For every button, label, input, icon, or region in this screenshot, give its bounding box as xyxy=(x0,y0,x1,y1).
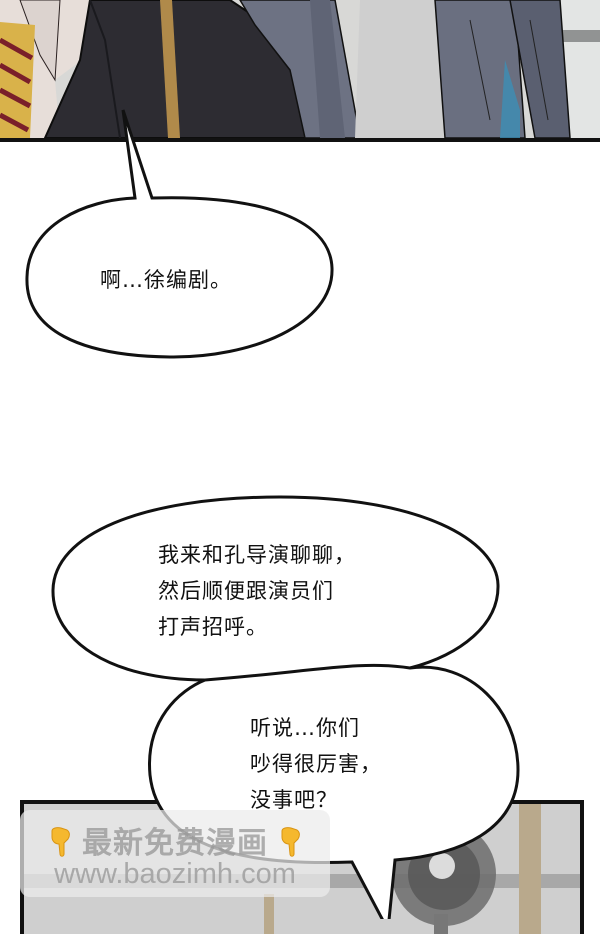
bubble-2-line-2: 然后顺便跟演员们 xyxy=(158,579,334,603)
watermark-url[interactable]: www.baozimh.com xyxy=(54,858,296,890)
pointing-down-hand-icon xyxy=(51,827,70,857)
watermark-title-row: 最新免费漫画 xyxy=(20,818,330,862)
watermark-title: 最新免费漫画 xyxy=(82,826,268,861)
top-panel-art xyxy=(0,0,600,138)
bubble-3-line-1: 听说…你们 xyxy=(250,716,360,740)
bubble-1-line-1: 啊…徐编剧。 xyxy=(100,268,232,292)
bubble-2-line-1: 我来和孔导演聊聊， xyxy=(158,543,356,567)
top-comic-panel xyxy=(0,0,600,142)
watermark-overlay[interactable]: 最新免费漫画 www.baozimh.com xyxy=(20,810,330,897)
speech-bubble-1-shape xyxy=(25,109,334,359)
bubble-3-line-3: 没事吧？ xyxy=(250,788,338,812)
pointing-down-hand-icon xyxy=(281,827,301,857)
speech-bubble-3-shape xyxy=(148,663,520,919)
bubble-3-line-2: 吵得很厉害， xyxy=(250,752,382,776)
bubble-2-line-3: 打声招呼。 xyxy=(158,615,268,639)
